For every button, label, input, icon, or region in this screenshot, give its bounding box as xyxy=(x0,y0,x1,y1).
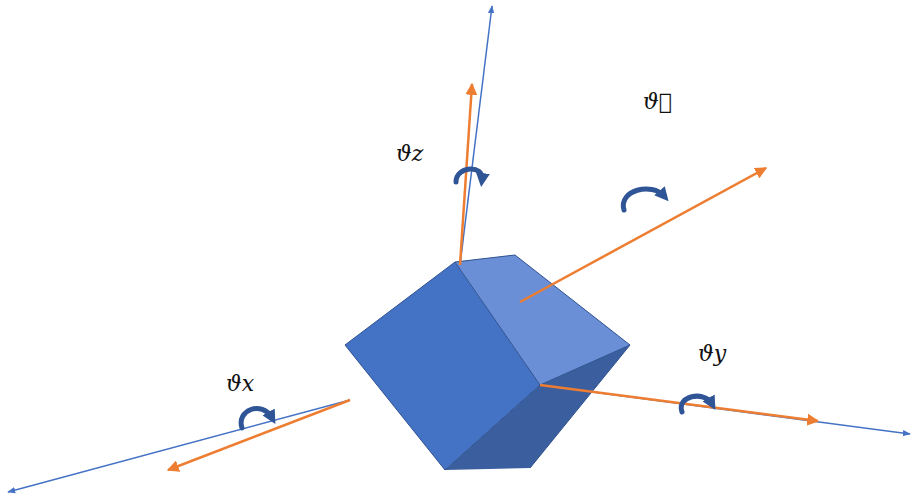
angle-label: ϑz xyxy=(396,142,423,166)
angle-label: ϑy xyxy=(698,342,726,366)
angle-label: ϑ⃗ xyxy=(643,90,672,114)
angle-label: ϑx xyxy=(226,372,254,396)
axis-lines xyxy=(8,6,910,492)
rotation-vectors xyxy=(168,84,818,470)
cube xyxy=(345,255,630,470)
rotation-arrows xyxy=(241,169,712,428)
